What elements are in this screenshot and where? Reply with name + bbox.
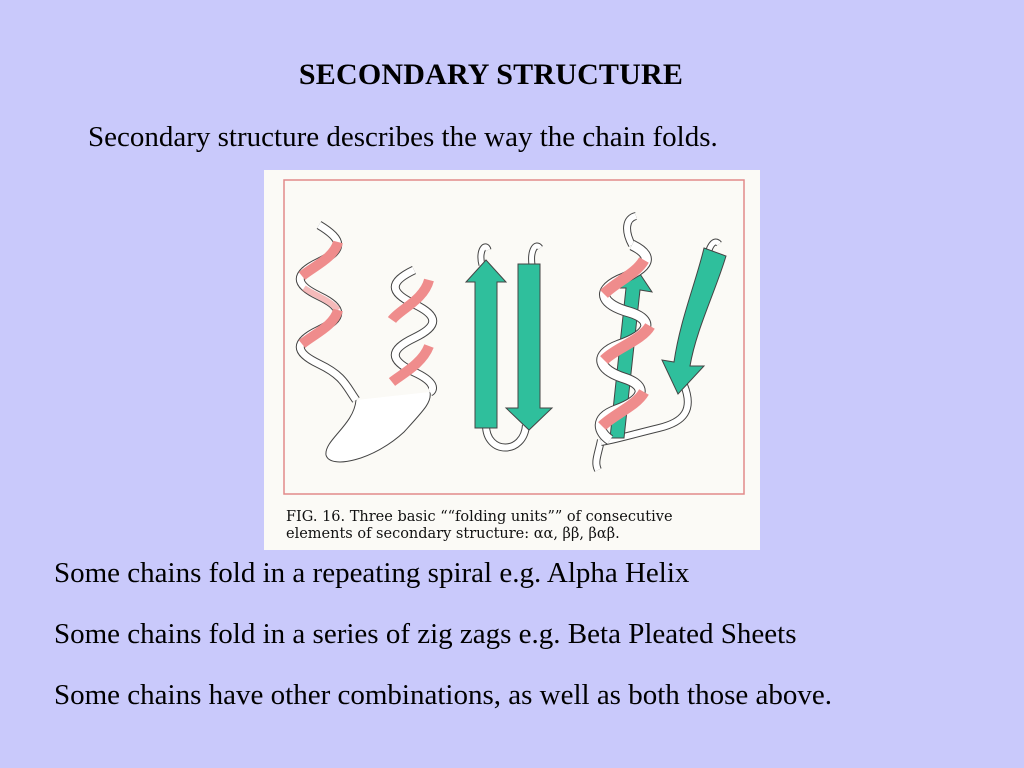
alpha-alpha-unit — [295, 221, 438, 463]
slide-title: SECONDARY STRUCTURE — [298, 58, 684, 91]
folding-units-illustration — [283, 179, 745, 495]
beta-beta-unit — [464, 242, 554, 452]
folding-units-figure: FIG. 16. Three basic ““folding units”” o… — [264, 170, 760, 550]
figure-caption-line-2: elements of secondary structure: αα, ββ,… — [286, 526, 620, 542]
figure-caption-line-1: FIG. 16. Three basic ““folding units”” o… — [286, 509, 673, 525]
figure-caption: FIG. 16. Three basic ““folding units”” o… — [286, 509, 756, 543]
alpha-helix-line: Some chains fold in a repeating spiral e… — [54, 557, 690, 589]
figure-frame — [283, 179, 745, 495]
slide-subtitle: Secondary structure describes the way th… — [88, 121, 718, 153]
beta-sheet-line: Some chains fold in a series of zig zags… — [54, 618, 797, 650]
combinations-line: Some chains have other combinations, as … — [54, 679, 832, 711]
beta-alpha-beta-unit — [592, 212, 727, 472]
